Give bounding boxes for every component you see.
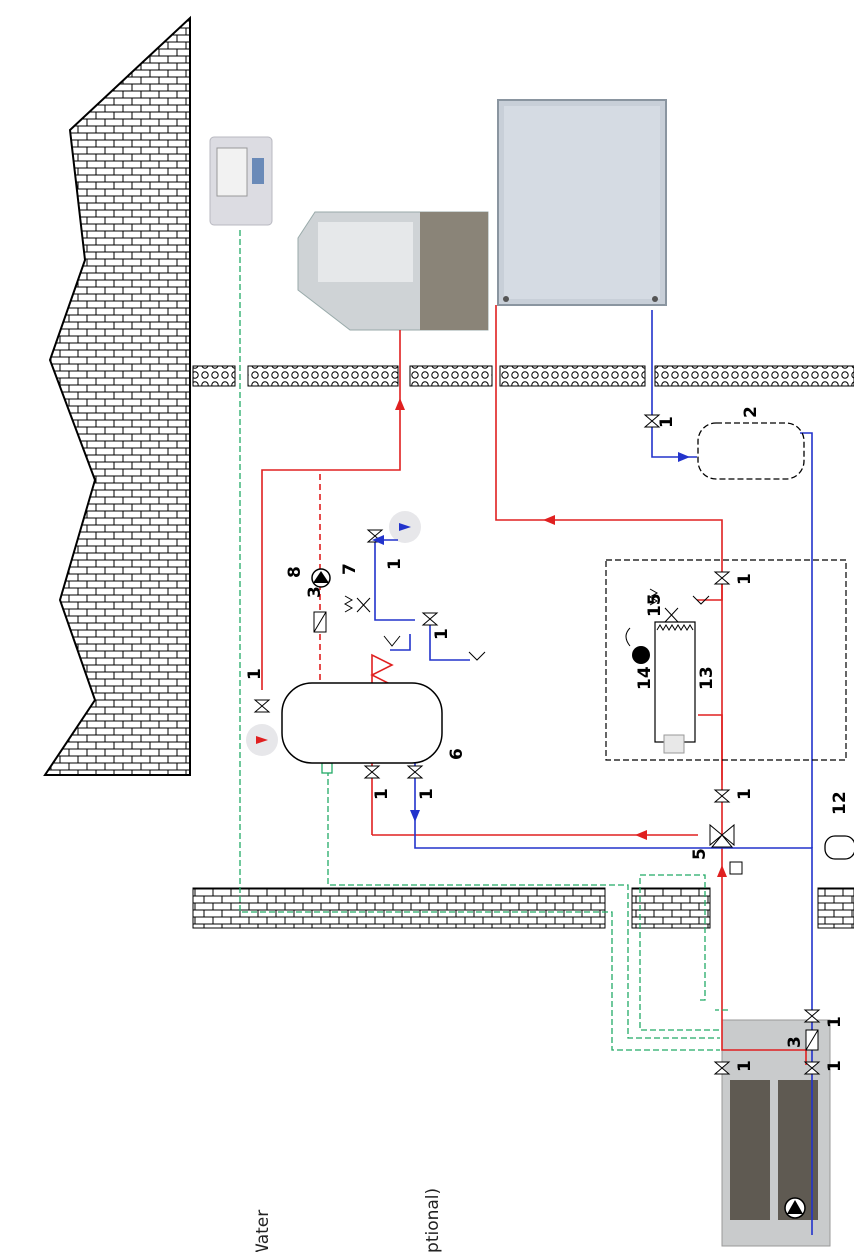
insulation-band-upper-5 (654, 365, 854, 387)
legend-captions: Water (optional) (253, 1188, 443, 1252)
flow-arrows (372, 398, 727, 877)
filter-symbols (313, 611, 819, 1051)
insulation-band-upper-1 (192, 365, 236, 387)
pressure-gauge-symbol (625, 627, 650, 664)
wall-structure (43, 15, 854, 929)
lower-wall-band-2 (631, 887, 711, 929)
lower-wall-band-3 (817, 887, 854, 929)
brick-wall (43, 15, 191, 776)
circulation-pump-outdoor (784, 1197, 806, 1219)
radiator-panel-icon (497, 99, 667, 306)
insulation-band-upper-2 (247, 365, 399, 387)
label-backup-heater: 13 (697, 666, 717, 690)
label-valve-i: 1 (825, 1016, 845, 1028)
caption-water: Water (253, 1210, 273, 1252)
insulation-band-upper-3 (409, 365, 493, 387)
three-way-valve (709, 823, 743, 875)
label-valve-a: 1 (245, 668, 265, 680)
outdoor-unit-icon (721, 1019, 831, 1247)
drain-funnels (383, 595, 710, 661)
label-safety-valve: 7 (340, 563, 360, 575)
label-valve-d: 1 (372, 788, 392, 800)
label-filter-a: 3 (305, 586, 325, 598)
label-filter-b: 3 (785, 1036, 805, 1048)
label-valve-h: 1 (825, 1060, 845, 1072)
buffer-vessel (824, 835, 854, 860)
label-valve-e: 1 (417, 788, 437, 800)
expansion-tank (697, 422, 805, 480)
lower-wall-band-1 (192, 887, 606, 929)
label-pressure-gauge: 14 (635, 666, 655, 690)
label-valve-c: 1 (432, 628, 452, 640)
dhw-tank (281, 682, 443, 764)
label-valve-b: 1 (385, 558, 405, 570)
label-heater-safety-valve: 15 (645, 593, 665, 617)
control-wires (239, 230, 728, 1051)
label-valve-f: 1 (735, 788, 755, 800)
insulation-band-upper-4 (499, 365, 646, 387)
cold-water-tap-icon (389, 511, 421, 543)
label-valve-k: 1 (657, 416, 677, 428)
label-three-way-valve: 5 (690, 848, 710, 860)
thermostat-icon (209, 136, 273, 226)
hot-water-tap-icon (246, 724, 278, 756)
circulation-pump-dhw (311, 568, 331, 588)
label-dhw-tank: 6 (447, 748, 467, 760)
caption-optional: (optional) (423, 1188, 443, 1252)
label-buffer: 12 (830, 791, 850, 815)
component-labels: 1 3 8 7 1 1 6 1 1 1 5 12 1 3 1 1 1 14 13… (245, 406, 850, 1072)
tank-sensor-port (321, 762, 333, 774)
label-pump-dhw: 8 (285, 566, 305, 578)
backup-heater-box (605, 559, 847, 761)
safety-valve-symbols (343, 588, 679, 623)
label-valve-j: 1 (735, 573, 755, 585)
label-expansion-tank: 2 (741, 406, 761, 418)
label-valve-g: 1 (735, 1060, 755, 1072)
indoor-unit-icon (297, 211, 489, 331)
